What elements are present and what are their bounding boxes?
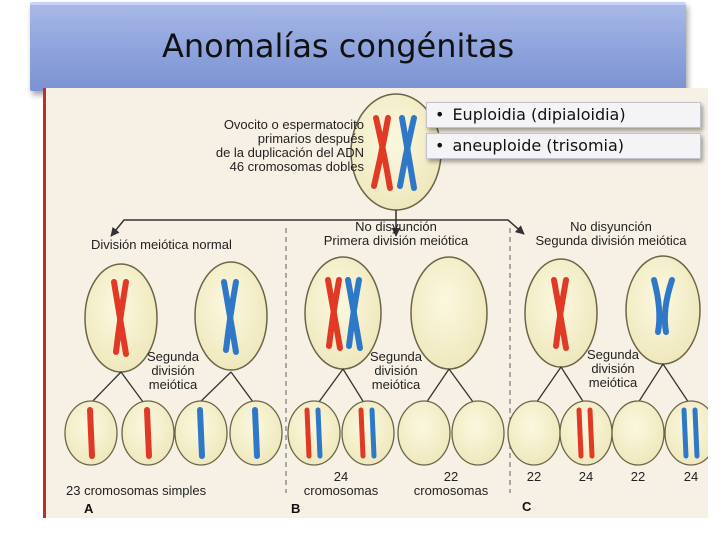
- second-division-word: Segunda: [146, 349, 200, 364]
- second-division-word: Segunda: [586, 347, 640, 362]
- bullet-item: • aneuploide (trisomia): [426, 133, 701, 159]
- bullet-list: • Euploidia (dipialoidia) • aneuploide (tr…: [426, 102, 701, 164]
- meiosis-nondisjunction-figure: Ovocito o espermatocito primarios despué…: [43, 88, 708, 518]
- column-c-second-division: Segunda división meiótica: [578, 348, 648, 390]
- primary-cell-label: Ovocito o espermatocito primarios despué…: [164, 118, 364, 174]
- column-b-count-label-22: cromosomas: [413, 483, 489, 498]
- slide-title: Anomalías congénitas: [162, 27, 515, 65]
- cell-a2: [194, 261, 268, 371]
- second-division-word: división: [374, 363, 418, 378]
- column-a-bottom-label: 23 cromosomas simples: [66, 483, 207, 498]
- column-b-count-22: 22: [443, 469, 459, 484]
- primary-cell-label-line: de la duplicación del ADN: [215, 145, 364, 160]
- column-a-second-division: Segunda división meiótica: [138, 350, 208, 392]
- primary-cell-label-line: Ovocito o espermatocito: [223, 117, 364, 132]
- second-division-word: división: [151, 363, 195, 378]
- bullet-dot: •: [435, 136, 445, 155]
- panel-label-a: A: [84, 501, 94, 516]
- second-division-word: meiótica: [371, 377, 421, 392]
- primary-cell-label-line: 46 cromosomas dobles: [229, 159, 364, 174]
- bullet-dot: •: [435, 105, 445, 124]
- column-c-count: 24: [683, 469, 699, 484]
- second-division-word: meiótica: [148, 377, 198, 392]
- title-bar: Anomalías congénitas: [30, 2, 686, 91]
- bullet-item: • Euploidia (dipialoidia): [426, 102, 701, 128]
- column-b-count-label-24: cromosomas: [303, 483, 379, 498]
- column-b-heading-top: No disyunción: [355, 219, 437, 234]
- second-division-word: meiótica: [588, 375, 638, 390]
- cell-a1: [84, 263, 158, 373]
- second-division-word: Segunda: [369, 349, 423, 364]
- second-division-word: división: [591, 361, 635, 376]
- column-c-heading: Segunda división meiótica: [535, 233, 687, 248]
- branch-arrow-a: [110, 210, 397, 237]
- cell-c2: [625, 255, 701, 365]
- cell-b1: [304, 256, 382, 370]
- panel-label-c: C: [522, 499, 532, 514]
- column-c-count: 22: [630, 469, 646, 484]
- column-b-second-division: Segunda división meiótica: [361, 350, 431, 392]
- column-c-count: 24: [578, 469, 594, 484]
- primary-cell-label-line: primarios después: [257, 131, 364, 146]
- column-c-count: 22: [526, 469, 542, 484]
- column-c-heading-top: No disyunción: [570, 219, 652, 234]
- column-b-count-24: 24: [333, 469, 349, 484]
- second-division-lines: [87, 363, 692, 407]
- gamete-cells: [64, 400, 708, 466]
- bullet-text: aneuploide (trisomia): [452, 136, 625, 155]
- panel-label-b: B: [291, 501, 301, 516]
- figure-drawing: [64, 93, 708, 493]
- primary-cell: [350, 93, 442, 211]
- branch-arrow-c: [396, 219, 525, 235]
- bullet-text: Euploidia (dipialoidia): [452, 105, 626, 124]
- cell-c1: [524, 258, 598, 368]
- column-a-heading: División meiótica normal: [91, 237, 232, 252]
- column-b-heading: Primera división meiótica: [323, 233, 469, 248]
